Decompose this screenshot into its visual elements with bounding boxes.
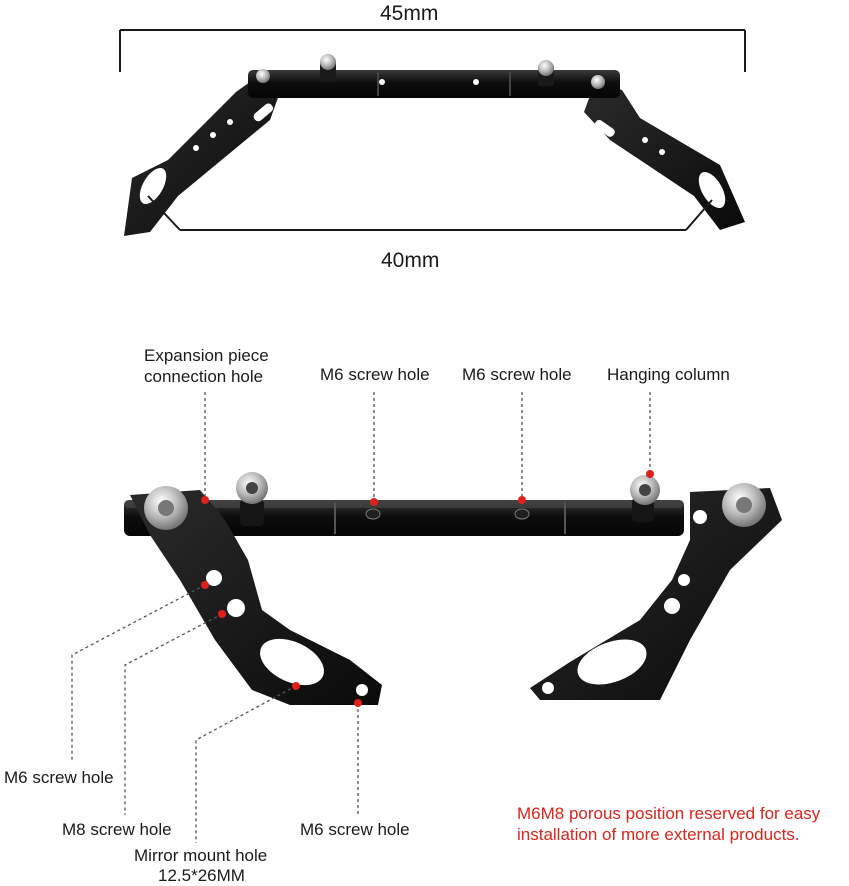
top-crossbar	[248, 54, 620, 98]
note-line1: M6M8 porous position reserved for easy	[517, 804, 821, 823]
dimension-line-bottom	[147, 195, 713, 231]
label-m6-screw-hole-1: M6 screw hole	[320, 365, 430, 384]
label-hanging-column: Hanging column	[607, 365, 730, 384]
label-m6-screw-hole-2: M6 screw hole	[462, 365, 572, 384]
top-right-arm	[584, 82, 745, 230]
label-expansion-line2: connection hole	[144, 367, 264, 386]
dimension-line-top	[119, 29, 746, 72]
marker-dots	[201, 470, 654, 707]
bottom-bracket	[124, 472, 782, 705]
label-mirror-mount-line1: Mirror mount hole	[134, 846, 268, 865]
dimension-bottom-label: 40mm	[381, 249, 440, 272]
leader-lines	[71, 392, 651, 843]
label-m6-screw-hole-bottom: M6 screw hole	[300, 820, 410, 839]
label-expansion-line1: Expansion piece	[144, 346, 269, 365]
dimension-top-label: 45mm	[380, 2, 439, 25]
note-line2: installation of more external products.	[517, 825, 800, 844]
label-mirror-mount-line2: 12.5*26MM	[158, 866, 245, 885]
label-m8-screw-hole: M8 screw hole	[62, 820, 172, 839]
label-m6-screw-hole-left: M6 screw hole	[4, 768, 114, 787]
top-left-arm	[124, 82, 280, 236]
